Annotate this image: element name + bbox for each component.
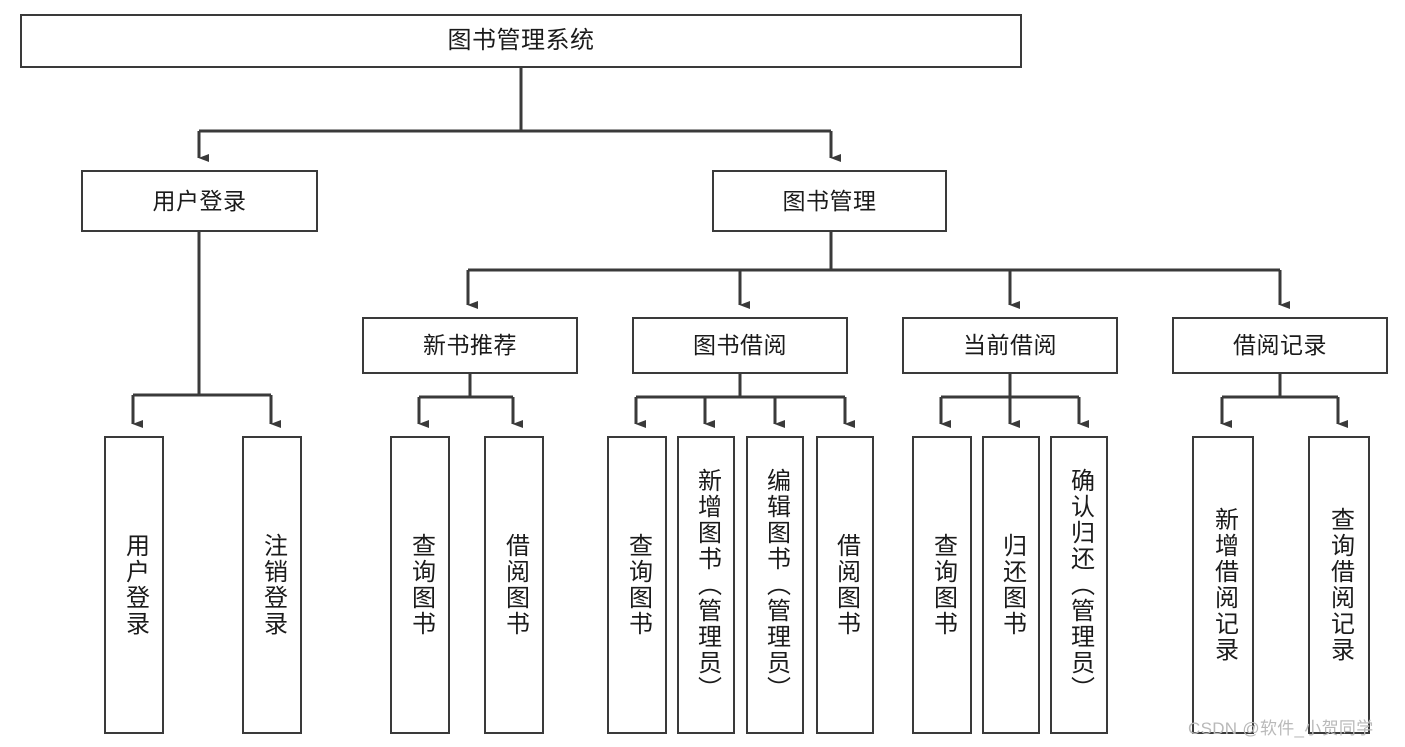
node-label: 注销登录 xyxy=(259,533,287,637)
node-label: 用户登录 xyxy=(152,187,247,214)
node-label: 借阅图书 xyxy=(832,533,860,637)
node-label: 用户登录 xyxy=(121,533,149,637)
node-label: 当前借阅 xyxy=(963,332,1057,359)
node-label: 确认归还（管理员） xyxy=(1066,468,1094,702)
leaf-recommend-borrow-book[interactable]: 借阅图书 xyxy=(484,436,544,734)
leaf-record-add-borrow-record[interactable]: 新增借阅记录 xyxy=(1192,436,1254,734)
node-book-borrow[interactable]: 图书借阅 xyxy=(632,317,848,374)
node-label: 图书管理系统 xyxy=(447,27,595,55)
node-label: 图书借阅 xyxy=(693,332,787,359)
leaf-current-confirm-return-admin[interactable]: 确认归还（管理员） xyxy=(1050,436,1108,734)
node-user-login[interactable]: 用户登录 xyxy=(81,170,318,232)
leaf-current-return-book[interactable]: 归还图书 xyxy=(982,436,1040,734)
node-label: 归还图书 xyxy=(998,533,1026,637)
node-label: 借阅记录 xyxy=(1233,332,1327,359)
node-borrow-record[interactable]: 借阅记录 xyxy=(1172,317,1388,374)
node-root-system[interactable]: 图书管理系统 xyxy=(20,14,1022,68)
leaf-record-query-borrow-record[interactable]: 查询借阅记录 xyxy=(1308,436,1370,734)
node-label: 查询图书 xyxy=(624,533,652,637)
node-label: 新书推荐 xyxy=(423,332,517,359)
node-current-borrow[interactable]: 当前借阅 xyxy=(902,317,1118,374)
node-label: 图书管理 xyxy=(782,187,877,214)
leaf-borrow-edit-book-admin[interactable]: 编辑图书（管理员） xyxy=(746,436,804,734)
node-label: 新增图书（管理员） xyxy=(693,468,721,702)
node-label: 编辑图书（管理员） xyxy=(762,468,790,702)
node-label: 查询借阅记录 xyxy=(1326,507,1354,663)
node-label: 借阅图书 xyxy=(501,533,529,637)
leaf-current-query-book[interactable]: 查询图书 xyxy=(912,436,972,734)
leaf-borrow-add-book-admin[interactable]: 新增图书（管理员） xyxy=(677,436,735,734)
leaf-borrow-query-book[interactable]: 查询图书 xyxy=(607,436,667,734)
leaf-user-login-do[interactable]: 用户登录 xyxy=(104,436,164,734)
node-book-management[interactable]: 图书管理 xyxy=(712,170,947,232)
node-new-book-recommend[interactable]: 新书推荐 xyxy=(362,317,578,374)
leaf-recommend-query-book[interactable]: 查询图书 xyxy=(390,436,450,734)
node-label: 查询图书 xyxy=(929,533,957,637)
leaf-user-logout[interactable]: 注销登录 xyxy=(242,436,302,734)
leaf-borrow-borrow-book[interactable]: 借阅图书 xyxy=(816,436,874,734)
csdn-watermark: CSDN @软件_小贺同学 xyxy=(1188,719,1374,738)
node-label: 查询图书 xyxy=(407,533,435,637)
node-label: 新增借阅记录 xyxy=(1210,507,1238,663)
